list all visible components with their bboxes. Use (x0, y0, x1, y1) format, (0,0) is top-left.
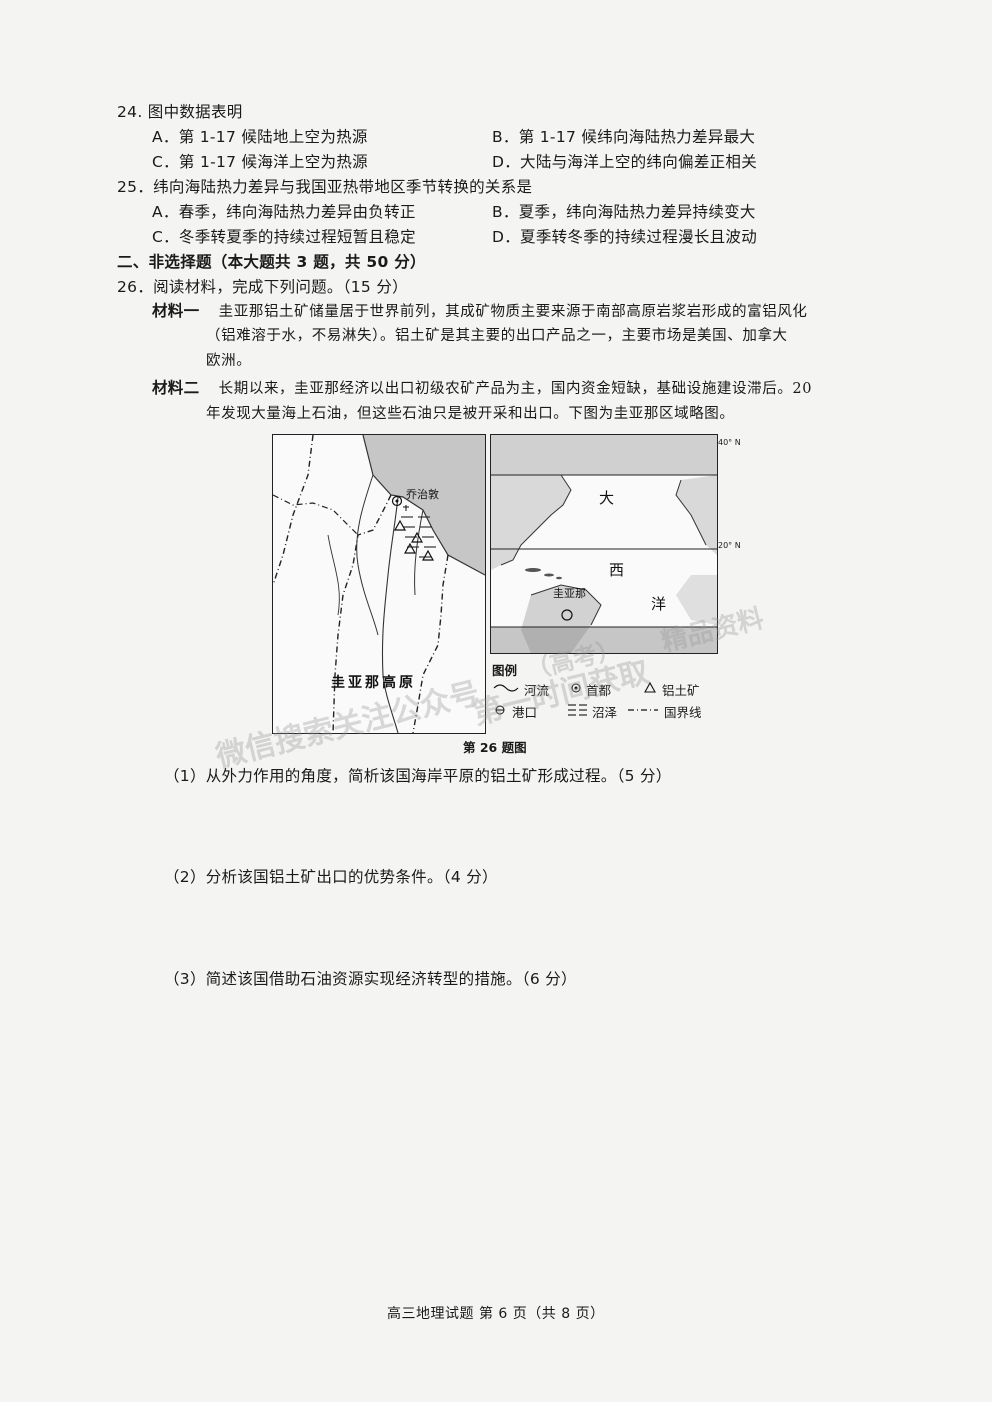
legend-border-label: 国界线 (664, 705, 702, 720)
legend-river-label: 河流 (524, 683, 550, 698)
material-1-line-1: 材料一 圭亚那铝土矿储量居于世界前列，其成矿物质主要来源于南部高原岩浆岩形成的富… (152, 299, 808, 321)
latitude-40-label: 40° N (718, 438, 741, 447)
material-2-line-1: 材料二 长期以来，圭亚那经济以出口初级农矿产品为主，国内资金短缺，基础设施建设滞… (152, 376, 812, 398)
material-1-label: 材料一 (152, 302, 200, 320)
legend-title: 图例 (492, 663, 518, 678)
legend-port-label: 港口 (512, 705, 538, 720)
legend-swamp-label: 沼泽 (592, 705, 618, 720)
q25-option-b: B．夏季，纬向海陆热力差异持续变大 (492, 203, 756, 221)
q26-sub-2: （2）分析该国铝土矿出口的优势条件。（4 分） (164, 868, 498, 886)
latitude-20-label: 20° N (718, 541, 741, 550)
material-2-label: 材料二 (152, 379, 200, 397)
q24-option-b: B．第 1-17 候纬向海陆热力差异最大 (492, 128, 756, 146)
atlantic-region-map-drawing: 圭亚那 大 西 洋 (491, 435, 717, 653)
legend-symbols (493, 681, 658, 716)
legend: 河流 首都 铝土矿 港口 沼泽 国界线 (492, 680, 732, 720)
material-1-text-3: 欧洲。 (206, 353, 252, 369)
q25-option-c: C．冬季转夏季的持续过程短暂且稳定 (152, 228, 416, 246)
q26-sub-3: （3）简述该国借助石油资源实现经济转型的措施。（6 分） (164, 970, 577, 988)
q26-stem: 26．阅读材料，完成下列问题。（15 分） (117, 278, 408, 296)
section-heading: 二、非选择题（本大题共 3 题，共 50 分） (117, 253, 426, 271)
figure-caption: 第 26 题图 (463, 740, 527, 755)
q24-option-d: D．大陆与海洋上空的纬向偏差正相关 (492, 153, 758, 171)
country-label: 圭亚那 (553, 587, 586, 600)
q24-option-c: C．第 1-17 候海洋上空为热源 (152, 153, 368, 171)
q25-option-a: A．春季，纬向海陆热力差异由负转正 (152, 203, 416, 221)
ocean-label-1: 大 (599, 489, 614, 507)
material-1-text-1: 圭亚那铝土矿储量居于世界前列，其成矿物质主要来源于南部高原岩浆岩形成的富铝风化 (218, 304, 808, 320)
q25-stem: 25．纬向海陆热力差异与我国亚热带地区季节转换的关系是 (117, 178, 533, 196)
ocean-label-3: 洋 (651, 595, 666, 613)
q25-option-d: D．夏季转冬季的持续过程漫长且波动 (492, 228, 758, 246)
ocean-label-2: 西 (609, 561, 624, 579)
q26-sub-1: （1）从外力作用的角度，简析该国海岸平原的铝土矿形成过程。（5 分） (164, 767, 672, 785)
material-2-text-2: 年发现大量海上石油，但这些石油只是被开采和出口。下图为圭亚那区域略图。 (206, 406, 735, 422)
q24-option-a: A．第 1-17 候陆地上空为热源 (152, 128, 368, 146)
capital-label: 乔治敦 (406, 487, 439, 501)
guyana-detail-map: 乔治敦 圭亚那高原 (272, 434, 486, 734)
legend-bauxite-label: 铝土矿 (662, 683, 700, 698)
page-footer: 高三地理试题 第 6 页（共 8 页） (387, 1306, 605, 1322)
atlantic-region-map: 圭亚那 大 西 洋 (490, 434, 718, 654)
material-2-text-1: 长期以来，圭亚那经济以出口初级农矿产品为主，国内资金短缺，基础设施建设滞后。20 (218, 381, 813, 397)
material-1-text-2: （铝难溶于水，不易淋失）。铝土矿是其主要的出口产品之一，主要市场是美国、加拿大 (206, 328, 788, 344)
legend-capital-label: 首都 (586, 683, 612, 698)
q24-stem: 24. 图中数据表明 (117, 103, 243, 121)
plateau-label: 圭亚那高原 (331, 674, 416, 691)
guyana-detail-map-drawing: 乔治敦 圭亚那高原 (273, 435, 485, 733)
